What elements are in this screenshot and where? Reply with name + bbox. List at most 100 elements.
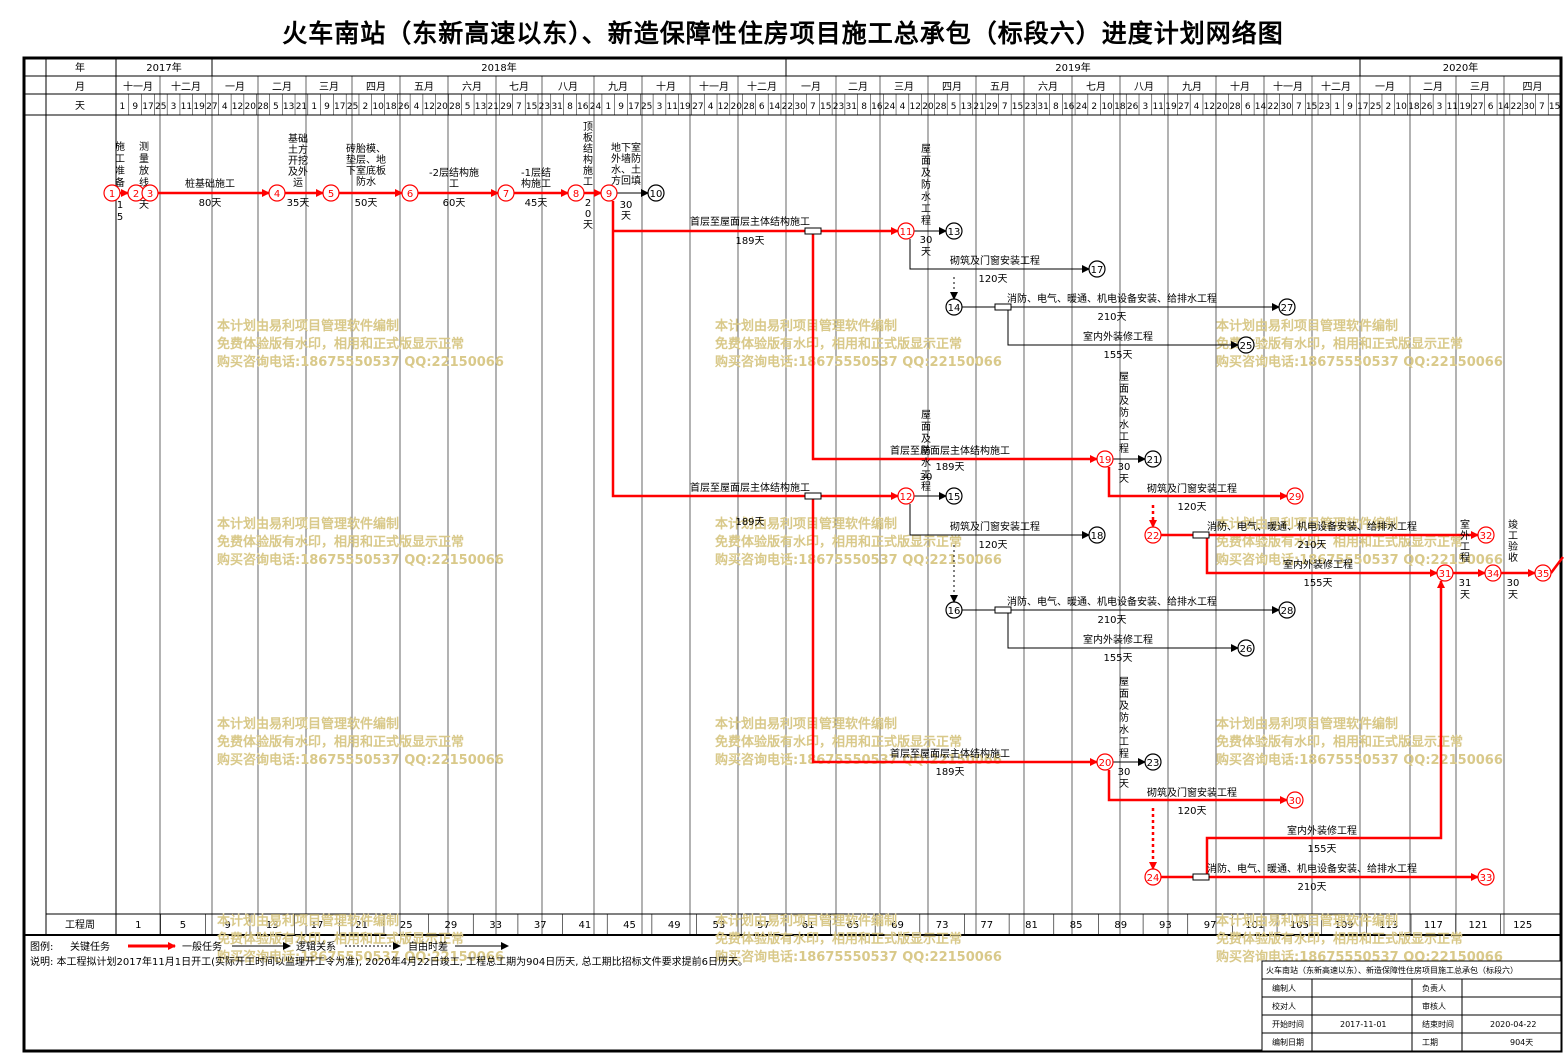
task-label-vertical: 工 (1508, 531, 1518, 542)
info-label: 编制日期 (1272, 1037, 1304, 1047)
day-label: 11 (181, 102, 192, 112)
watermark-text: 免费体验版有水印，相用和正式版显示正常 (715, 931, 962, 947)
watermark-text: 免费体验版有水印，相用和正式版显示正常 (217, 734, 464, 750)
task-duration: 5 (117, 212, 123, 223)
week-label: 73 (936, 920, 949, 931)
node-number: 34 (1487, 569, 1500, 580)
task-duration: 120天 (978, 540, 1007, 551)
node-number: 26 (1240, 644, 1253, 655)
node-number: 30 (1289, 796, 1302, 807)
page-title: 火车南站（东新高速以东）、新造保障性住房项目施工总承包（标段六）进度计划网络图 (282, 19, 1284, 48)
node-35: 35 (1534, 564, 1552, 582)
day-label: 28 (1229, 102, 1241, 112)
day-label: 3 (1437, 102, 1443, 112)
month-label: 十二月 (171, 80, 201, 93)
watermark-text: 本计划由易利项目管理软件编制 (715, 716, 897, 732)
node-circle (1237, 639, 1255, 657)
day-label: 16 (577, 102, 589, 112)
node-3: 3 (141, 184, 159, 202)
node-circle (1144, 526, 1162, 544)
node-number: 19 (1099, 455, 1112, 466)
legend-prefix: 图例: (30, 940, 53, 953)
task-label-vertical: 水 (1119, 724, 1129, 736)
watermark-text: 本计划由易利项目管理软件编制 (1216, 716, 1398, 732)
task-duration: 天 (1508, 590, 1518, 601)
node-number: 23 (1147, 758, 1160, 769)
day-label: 6 (1488, 102, 1494, 112)
node-number: 32 (1480, 531, 1493, 542)
day-label: 14 (1255, 102, 1267, 112)
month-label: 七月 (509, 81, 529, 93)
node-6: 6 (401, 184, 419, 202)
node-circle (600, 184, 618, 202)
week-label: 61 (802, 920, 815, 931)
task-label: 首层至屋面层主体结构施工 (890, 747, 1010, 760)
watermark-text: 免费体验版有水印，相用和正式版显示正常 (715, 734, 962, 750)
task-label-vertical: 及 (921, 433, 931, 445)
node-number: 25 (1240, 341, 1253, 352)
split-marker (1192, 531, 1210, 539)
task-duration: 60天 (443, 198, 466, 209)
node-27: 27 (1278, 298, 1296, 316)
week-label: 65 (846, 920, 859, 931)
day-label: 21 (973, 102, 984, 112)
task-label: 基础 (288, 132, 308, 145)
node-circle (945, 601, 963, 619)
header-label: 年 (75, 61, 85, 74)
task-label: 开挖 (288, 154, 308, 167)
node-number: 11 (900, 227, 913, 238)
year-label: 2020年 (1443, 61, 1478, 74)
day-label: 7 (810, 102, 816, 112)
watermark-text: 免费体验版有水印，相用和正式版显示正常 (217, 931, 464, 947)
week-label: 17 (311, 920, 324, 931)
watermark-text: 免费体验版有水印，相用和正式版显示正常 (217, 336, 464, 352)
week-label: 25 (400, 920, 413, 931)
task-label-vertical: 线 (139, 176, 149, 189)
day-label: 9 (618, 102, 624, 112)
task-label-vertical: 程 (1460, 552, 1470, 564)
task-label-vertical: 面 (1119, 689, 1129, 700)
node-23: 23 (1144, 753, 1162, 771)
week-label: 21 (355, 920, 368, 931)
task-label-vertical: 及 (1119, 395, 1129, 407)
task-duration: 189天 (735, 236, 764, 247)
node-30: 30 (1286, 791, 1304, 809)
watermark-text: 本计划由易利项目管理软件编制 (1216, 318, 1398, 334)
node-number: 15 (948, 492, 961, 503)
day-label: 18 (385, 102, 397, 112)
task-label-vertical: 工 (921, 204, 931, 215)
task-label-vertical: 竣 (1508, 518, 1518, 531)
task-duration: 天 (621, 211, 631, 222)
node-circle (1484, 564, 1502, 582)
week-label: 69 (891, 920, 904, 931)
task-label: 桩基础施工 (185, 177, 235, 190)
day-label: 4 (222, 102, 228, 112)
plan-note: 说明: 本工程拟计划2017年11月1日开工(实际开工时间以监理开工令为准), … (30, 955, 748, 968)
task-label: 首层至屋面层主体结构施工 (890, 444, 1010, 457)
node-circle (141, 184, 159, 202)
day-label: 18 (1114, 102, 1126, 112)
task-label: 室内外装修工程 (1083, 330, 1153, 343)
node-11: 11 (897, 222, 915, 240)
day-label: 5 (465, 102, 471, 112)
task-label-vertical: 放 (139, 164, 149, 177)
task-duration: 120天 (1177, 502, 1206, 513)
day-label: 20 (730, 102, 742, 112)
month-label: 六月 (1038, 81, 1058, 93)
task-label: 砖胎模、 (346, 142, 386, 155)
month-label: 二月 (1423, 81, 1443, 93)
month-label: 十一月 (1273, 80, 1303, 93)
week-label: 109 (1335, 920, 1354, 931)
node-10: 10 (647, 184, 665, 202)
day-label: 9 (324, 102, 330, 112)
task-label: 土方 (288, 143, 308, 156)
day-label: 13 (283, 102, 294, 112)
node-number: 12 (900, 492, 913, 503)
task-label-vertical: 结 (583, 142, 593, 155)
timescale-grid (24, 58, 1562, 936)
node-number: 6 (407, 189, 413, 200)
task-label: 砌筑及门窗安装工程 (1147, 786, 1237, 799)
day-label: 12 (424, 102, 435, 112)
day-label: 11 (667, 102, 678, 112)
year-label: 2017年 (146, 61, 181, 74)
